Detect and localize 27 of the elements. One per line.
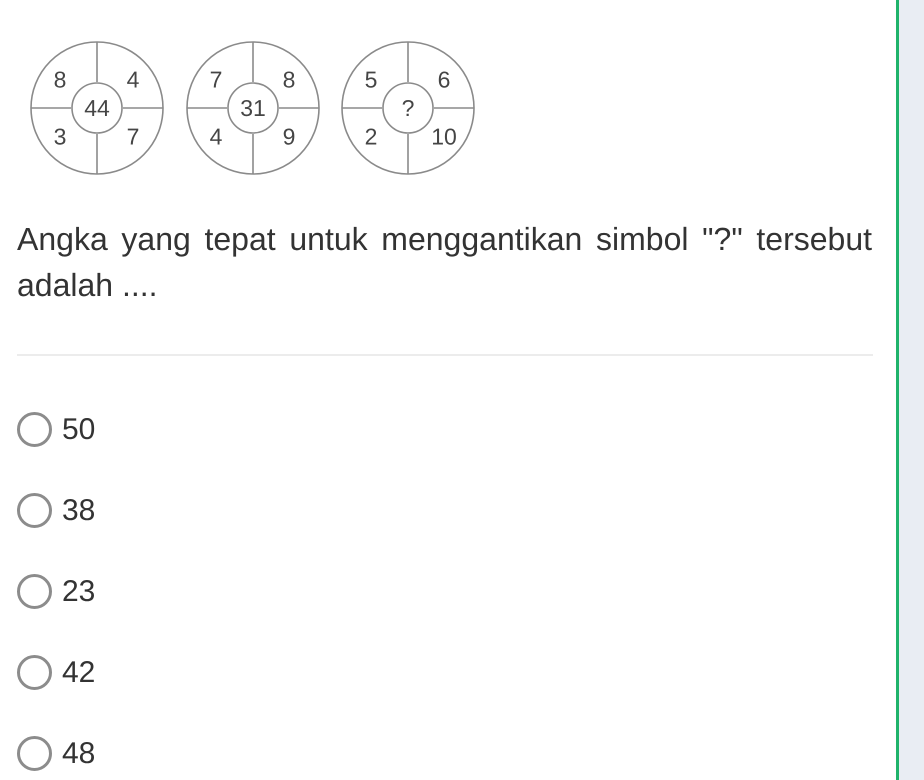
option-text: 42 — [62, 658, 96, 688]
quadrant-number: 6 — [438, 68, 450, 92]
center-circle — [382, 82, 434, 134]
puzzle-circle — [341, 41, 475, 175]
center-circle — [227, 82, 279, 134]
quadrant-number: 5 — [364, 68, 378, 92]
option-text: 48 — [62, 738, 96, 768]
center-circle — [71, 82, 123, 134]
quadrant-number: 8 — [282, 68, 296, 92]
option-text: 23 — [62, 576, 96, 606]
quadrant-number: 10 — [431, 126, 457, 148]
option-text: 38 — [62, 496, 96, 526]
quadrant-number: 2 — [364, 126, 378, 148]
puzzle-circle — [30, 41, 164, 175]
puzzle-circle — [186, 41, 320, 175]
quadrant-number: 3 — [54, 126, 66, 148]
option-text: 50 — [62, 414, 96, 444]
quadrant-number: 8 — [54, 68, 66, 92]
center-value: 31 — [240, 96, 266, 120]
quadrant-number: 4 — [126, 68, 140, 92]
question-text: Angka yang tepat untuk menggantikan simbol "?" tersebut adalah .... — [17, 220, 872, 305]
center-value: ? — [402, 96, 414, 120]
quadrant-number: 7 — [126, 126, 140, 148]
center-value: 44 — [84, 96, 110, 120]
quadrant-number: 9 — [282, 126, 296, 148]
quadrant-number: 7 — [210, 68, 222, 92]
quadrant-number: 4 — [210, 126, 222, 148]
